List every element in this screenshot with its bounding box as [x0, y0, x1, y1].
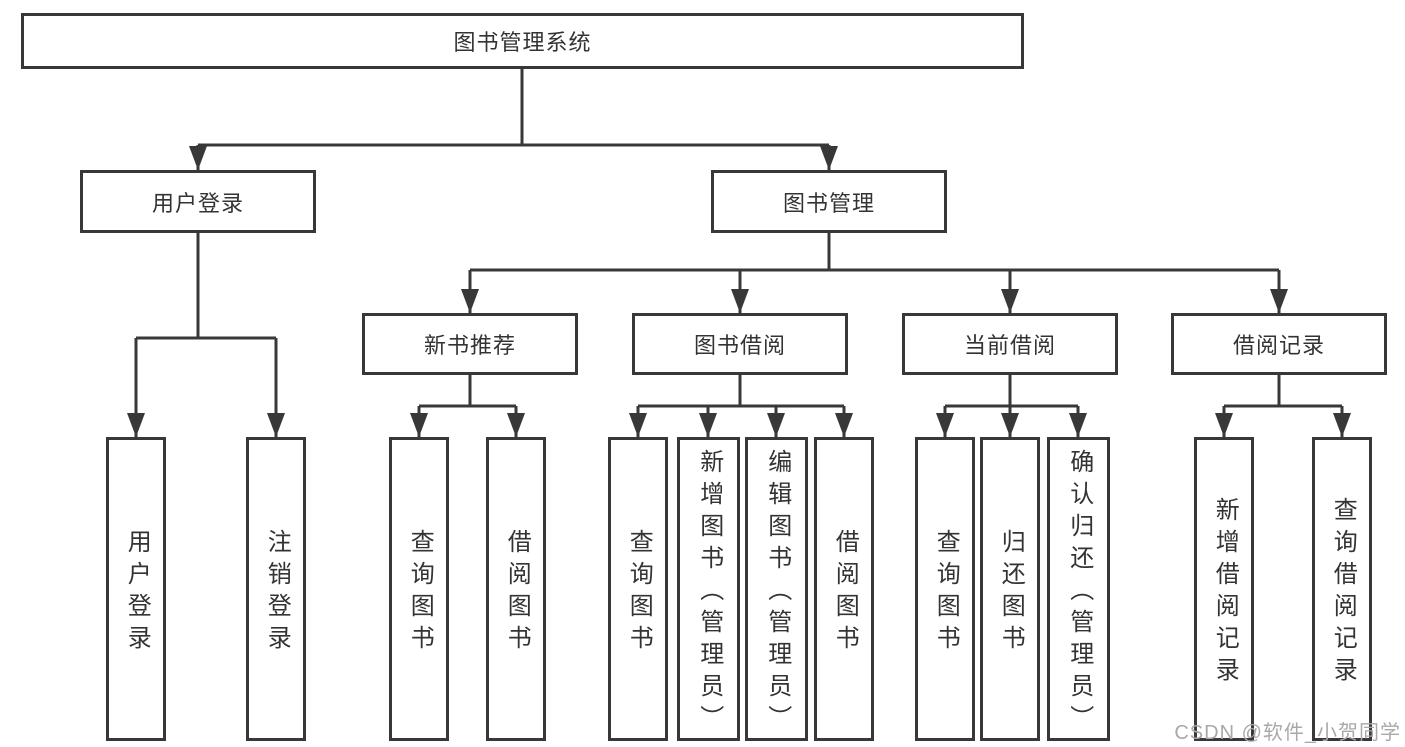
node-book-borrow: 图书借阅	[632, 313, 848, 375]
csdn-watermark: CSDN @软件_小贺同学	[1174, 722, 1401, 744]
leaf-query-book-current: 查询图书	[915, 437, 975, 741]
leaf-return-book: 归还图书	[980, 437, 1040, 741]
node-label: 归还图书	[997, 529, 1025, 657]
node-label: 当前借阅	[963, 333, 1056, 358]
node-label: 借阅记录	[1232, 333, 1325, 358]
node-label: 查询图书	[932, 529, 960, 657]
leaf-query-borrow-record: 查询借阅记录	[1312, 437, 1372, 741]
node-label: 新增借阅记录	[1211, 497, 1239, 689]
node-user-login: 用户登录	[80, 170, 316, 233]
node-label: 借阅图书	[503, 529, 531, 657]
node-new-book-recommend: 新书推荐	[362, 313, 578, 375]
node-library-management-system: 图书管理系统	[21, 13, 1024, 69]
node-label: 用户登录	[123, 529, 151, 657]
node-label: 查询图书	[625, 529, 653, 657]
leaf-logout: 注销登录	[246, 437, 306, 741]
node-label: 确认归还（管理员）	[1065, 449, 1093, 737]
leaf-borrow-book: 借阅图书	[814, 437, 874, 741]
leaf-borrow-book-recommend: 借阅图书	[486, 437, 546, 741]
node-label: 查询借阅记录	[1329, 497, 1357, 689]
node-label: 新增图书（管理员）	[695, 449, 723, 737]
node-label: 编辑图书（管理员）	[763, 449, 791, 737]
node-label: 图书管理	[782, 190, 875, 216]
node-label: 查询图书	[406, 529, 434, 657]
leaf-add-borrow-record: 新增借阅记录	[1194, 437, 1254, 741]
leaf-add-book-admin: 新增图书（管理员）	[677, 437, 740, 741]
node-borrow-records: 借阅记录	[1171, 313, 1387, 375]
node-current-borrow: 当前借阅	[902, 313, 1118, 375]
leaf-confirm-return-admin: 确认归还（管理员）	[1047, 437, 1110, 741]
node-label: 借阅图书	[831, 529, 859, 657]
node-label: 图书借阅	[693, 333, 786, 358]
node-label: 注销登录	[263, 529, 291, 657]
node-book-management: 图书管理	[711, 170, 947, 233]
leaf-query-book-borrow: 查询图书	[608, 437, 668, 741]
node-label: 新书推荐	[423, 333, 516, 358]
node-label: 用户登录	[151, 190, 244, 216]
leaf-query-book-recommend: 查询图书	[389, 437, 449, 741]
node-label: 图书管理系统	[453, 30, 592, 55]
tree-edges	[134, 69, 1344, 437]
leaf-edit-book-admin: 编辑图书（管理员）	[745, 437, 808, 741]
leaf-user-login: 用户登录	[106, 437, 166, 741]
